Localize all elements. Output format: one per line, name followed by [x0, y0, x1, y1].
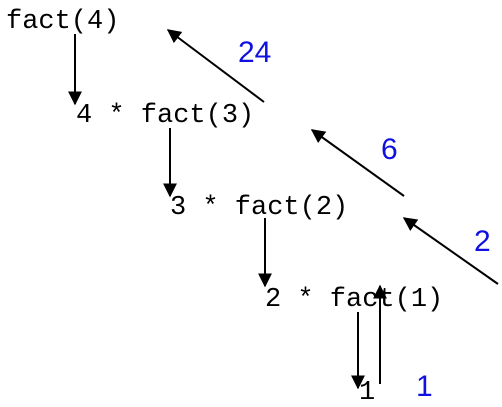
return-value-2: 2	[474, 225, 491, 258]
expr-3-times-fact2: 3 * fact(2)	[170, 193, 349, 223]
expr-4-times-fact3: 4 * fact(3)	[76, 101, 255, 131]
return-value-1: 1	[416, 370, 433, 403]
return-arrow-fact2	[310, 129, 405, 197]
return-value-24: 24	[238, 36, 272, 69]
return-arrow-fact3	[166, 29, 265, 103]
return-value-6: 6	[381, 133, 398, 166]
return-arrow-fact1	[402, 217, 499, 285]
expr-fact4: fact(4)	[6, 7, 120, 37]
expr-2-times-fact1: 2 * fact(1)	[265, 285, 444, 315]
expr-base-1: 1	[359, 378, 376, 407]
